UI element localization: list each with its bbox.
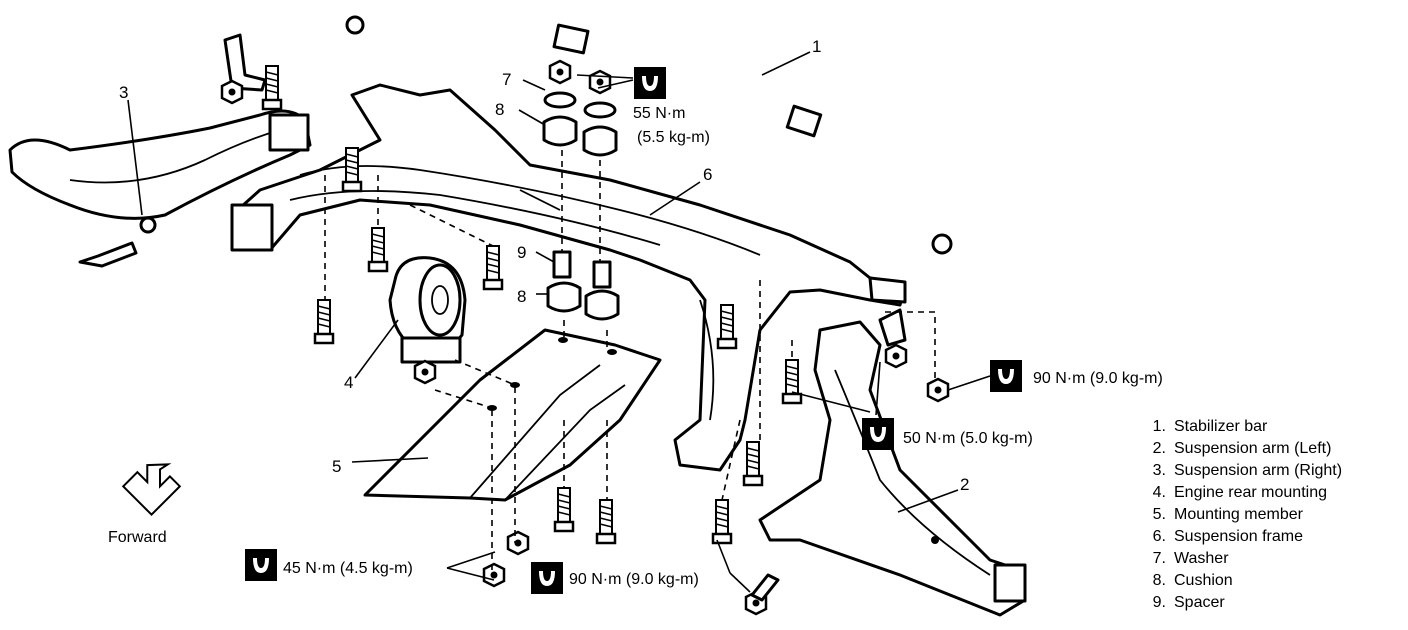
legend-text: Suspension frame	[1174, 528, 1303, 545]
torque-icon	[990, 360, 1022, 392]
suspension-arm-right	[8, 33, 312, 268]
legend-number: 2.	[1152, 440, 1166, 457]
legend-text: Washer	[1174, 550, 1229, 567]
legend-text: Stabilizer bar	[1174, 418, 1268, 435]
legend-text: Mounting member	[1174, 506, 1303, 523]
washer-cushion-spacer-stack	[542, 59, 620, 321]
legend-number: 9.	[1152, 594, 1166, 611]
torque-icon	[634, 67, 666, 99]
forward-label: Forward	[108, 529, 167, 546]
legend-item: 4. Engine rear mounting	[1138, 482, 1400, 504]
legend-text: Cushion	[1174, 572, 1233, 589]
legend-number: 8.	[1152, 572, 1166, 589]
legend-item: 9. Spacer	[1138, 592, 1400, 614]
stabilizer-bar	[345, 9, 953, 255]
part-label-7: 7	[502, 70, 511, 89]
parts-legend: 1. Stabilizer bar 2. Suspension arm (Left) 3…	[1138, 416, 1400, 614]
torque-90-bottom: 90 N·m (9.0 kg-m)	[569, 571, 699, 588]
part-label-6: 6	[703, 165, 712, 184]
suspension-frame	[230, 83, 907, 472]
part-label-5: 5	[332, 457, 341, 476]
part-label-2: 2	[960, 475, 969, 494]
mounting-member	[363, 328, 662, 502]
torque-55-nm: 55 N·m	[633, 105, 685, 122]
legend-text: Spacer	[1174, 594, 1225, 611]
legend-number: 1.	[1152, 418, 1166, 435]
legend-number: 3.	[1152, 462, 1166, 479]
engine-rear-mounting	[388, 256, 467, 385]
suspension-arm-left	[758, 308, 1027, 617]
legend-number: 6.	[1152, 528, 1166, 545]
legend-item: 8. Cushion	[1138, 570, 1400, 592]
torque-55-kgm: (5.5 kg-m)	[637, 129, 710, 146]
part-label-1: 1	[812, 37, 821, 56]
legend-item: 2. Suspension arm (Left)	[1138, 438, 1400, 460]
torque-90-right: 90 N·m (9.0 kg-m)	[1033, 370, 1163, 387]
legend-item: 7. Washer	[1138, 548, 1400, 570]
part-label-9: 9	[517, 243, 526, 262]
assembly-guide-lines	[324, 150, 936, 575]
legend-item: 6. Suspension frame	[1138, 526, 1400, 548]
legend-text: Engine rear mounting	[1174, 484, 1327, 501]
legend-item: 3. Suspension arm (Right)	[1138, 460, 1400, 482]
legend-number: 4.	[1152, 484, 1166, 501]
legend-number: 5.	[1152, 506, 1166, 523]
fasteners	[313, 226, 950, 616]
forward-arrow-icon	[121, 463, 182, 517]
torque-50: 50 N·m (5.0 kg-m)	[903, 430, 1033, 447]
torque-45: 45 N·m (4.5 kg-m)	[283, 560, 413, 577]
part-label-8-bottom: 8	[517, 287, 526, 306]
legend-number: 7.	[1152, 550, 1166, 567]
torque-icon	[245, 549, 277, 581]
torque-icon	[531, 562, 563, 594]
legend-text: Suspension arm (Right)	[1174, 462, 1343, 479]
legend-text: Suspension arm (Left)	[1174, 440, 1332, 457]
legend-item: 5. Mounting member	[1138, 504, 1400, 526]
legend-item: 1. Stabilizer bar	[1138, 416, 1400, 438]
leader-lines	[127, 51, 991, 593]
part-label-8-top: 8	[495, 100, 504, 119]
part-label-3: 3	[119, 83, 128, 102]
torque-icon	[862, 418, 894, 450]
part-label-4: 4	[344, 373, 353, 392]
